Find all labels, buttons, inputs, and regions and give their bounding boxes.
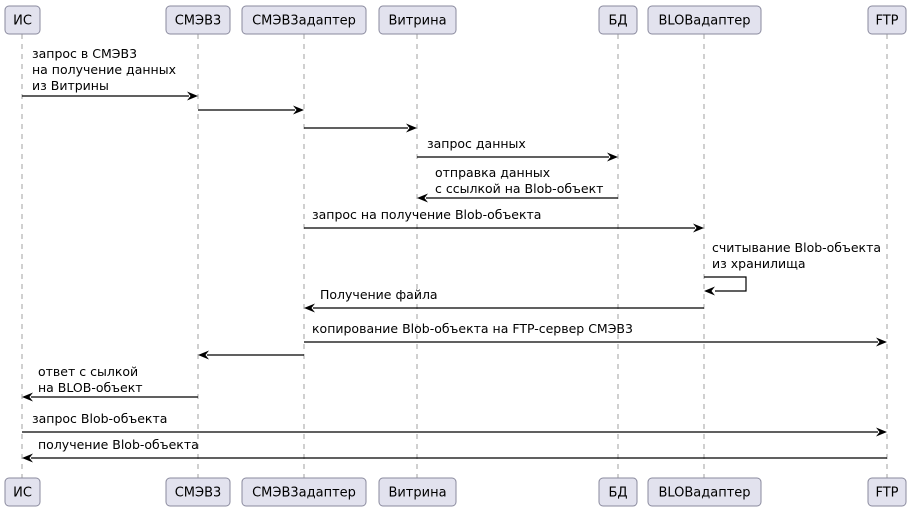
participant-label-smev3-header: СМЭВ3 [175,14,222,29]
self-message-loop [704,276,747,292]
message-m8[interactable]: Получение файла [304,287,704,313]
participant-label-ftp-footer: FTP [875,486,898,501]
participant-label-is-footer: ИС [13,486,32,501]
participant-box-bd-footer [598,477,638,507]
participant-is-header[interactable]: ИС [4,5,41,35]
participant-box-vitrina-footer [378,477,457,507]
participant-ftp-footer[interactable]: FTP [867,477,907,507]
participant-label-blob-header: BLOBадаптер [658,14,750,29]
participant-box-is-footer [4,477,41,507]
participant-label-vitrina-footer: Витрина [388,486,446,501]
message-label-m1-line1: запрос в СМЭВ3 [32,46,137,61]
message-m2[interactable] [198,105,304,115]
message-m3[interactable] [304,123,417,133]
participant-box-smev3-header [165,5,231,35]
participant-is-footer[interactable]: ИС [4,477,41,507]
arrow-head [704,286,715,296]
message-m10[interactable] [198,350,304,360]
arrow-head [607,152,618,162]
message-label-m1-line3: из Витрины [32,78,109,93]
participant-adapter-header[interactable]: СМЭВ3адаптер [241,5,367,35]
message-label-m5-line1: отправка данных [435,165,550,180]
message-m4[interactable]: запрос данных [417,136,618,162]
participants-footer-layer: ИС СМЭВ3 СМЭВ3адаптер Витрина БД BLOBадаптер F… [4,477,907,507]
participant-box-adapter-footer [241,477,367,507]
participant-box-ftp-header [867,5,907,35]
participant-vitrina-header[interactable]: Витрина [378,5,457,35]
participant-label-smev3-footer: СМЭВ3 [175,486,222,501]
participant-label-adapter-header: СМЭВ3адаптер [252,14,356,29]
participant-label-bd-header: БД [608,14,627,29]
message-label-m6-line1: запрос на получение Blob-объекта [312,207,541,222]
message-m12[interactable]: запрос Blob-объекта [22,411,887,437]
participant-box-adapter-header [241,5,367,35]
arrow-head [406,123,417,133]
participant-ftp-header[interactable]: FTP [867,5,907,35]
arrow-head [198,350,209,360]
participant-box-blob-header [647,5,762,35]
participant-adapter-footer[interactable]: СМЭВ3адаптер [241,477,367,507]
arrow-head [304,303,315,313]
participant-label-ftp-header: FTP [875,14,898,29]
arrow-head [187,91,198,101]
message-label-m11-line1: ответ с сылкой [38,364,138,379]
arrow-head [293,105,304,115]
arrow-head [876,427,887,437]
participant-label-bd-footer: БД [608,486,627,501]
arrow-head [876,337,887,347]
message-m13[interactable]: получение Blob-объекта [22,437,887,463]
lifelines-layer [21,34,888,478]
participant-label-is-header: ИС [13,14,32,29]
participant-label-adapter-footer: СМЭВ3адаптер [252,486,356,501]
participant-bd-header[interactable]: БД [598,5,638,35]
participant-box-blob-footer [647,477,762,507]
participant-box-smev3-footer [165,477,231,507]
participant-label-vitrina-header: Витрина [388,14,446,29]
participant-box-is-header [4,5,41,35]
message-m6[interactable]: запрос на получение Blob-объекта [304,207,704,233]
participant-blob-header[interactable]: BLOBадаптер [647,5,762,35]
message-label-m5-line2: с ссылкой на Blob-объект [435,181,603,196]
message-label-m8-line1: Получение файла [320,287,438,302]
message-label-m1-line2: на получение данных [32,62,176,77]
participant-box-vitrina-header [378,5,457,35]
participants-header-layer: ИС СМЭВ3 СМЭВ3адаптер Витрина БД BLOBадаптер F… [4,5,907,35]
message-label-m7-line1: считывание Blob-объекта [712,240,881,255]
message-label-m13-line1: получение Blob-объекта [38,437,199,452]
message-label-m9-line1: копирование Blob-объекта на FTP-сервер С… [312,321,633,336]
arrow-head [22,453,33,463]
message-label-m7-line2: из хранилища [712,256,806,271]
message-label-m4-line1: запрос данных [427,136,526,151]
participant-bd-footer[interactable]: БД [598,477,638,507]
participant-vitrina-footer[interactable]: Витрина [378,477,457,507]
arrow-head [417,193,428,203]
message-m9[interactable]: копирование Blob-объекта на FTP-сервер С… [304,321,887,347]
participant-box-bd-header [598,5,638,35]
message-label-m11-line2: на BLOB-объект [38,380,143,395]
participant-box-ftp-footer [867,477,907,507]
participant-blob-footer[interactable]: BLOBадаптер [647,477,762,507]
participant-label-blob-footer: BLOBадаптер [658,486,750,501]
participant-smev3-header[interactable]: СМЭВ3 [165,5,231,35]
arrow-head [693,223,704,233]
arrow-head [22,392,33,402]
participant-smev3-footer[interactable]: СМЭВ3 [165,477,231,507]
message-label-m12-line1: запрос Blob-объекта [32,411,167,426]
